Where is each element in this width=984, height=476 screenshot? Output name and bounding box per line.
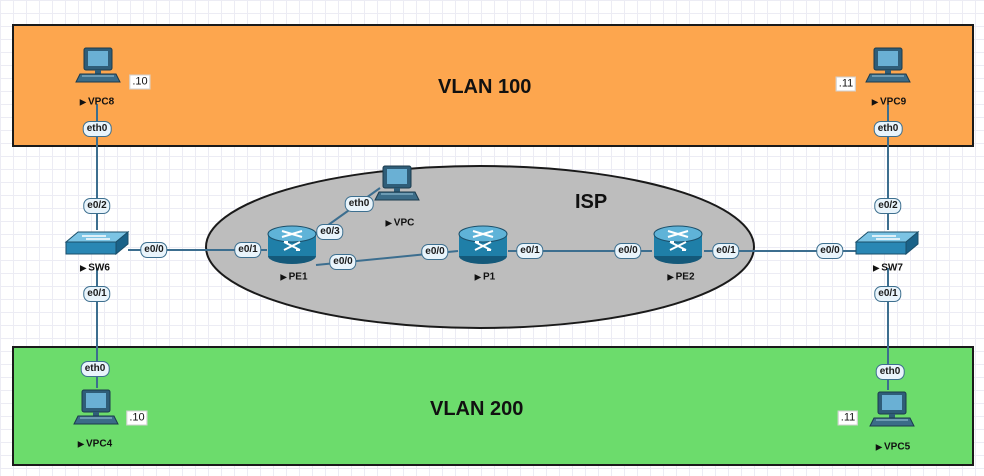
port-sw6-e0-1[interactable]: e0/1 bbox=[83, 286, 111, 302]
port-sw7-e0-1[interactable]: e0/1 bbox=[874, 286, 902, 302]
port-sw6-e0-0[interactable]: e0/0 bbox=[140, 242, 168, 258]
vlan100-title: VLAN 100 bbox=[438, 76, 532, 98]
port-pe2-e0-1[interactable]: e0/1 bbox=[712, 243, 740, 259]
vpc9-label: ▶VPC9 bbox=[871, 96, 907, 108]
vlan200-zone bbox=[12, 346, 974, 466]
port-pe1-e0-1[interactable]: e0/1 bbox=[234, 242, 262, 258]
vpc5-pc-icon[interactable] bbox=[869, 391, 915, 427]
port-sw6-e0-2[interactable]: e0/2 bbox=[83, 198, 111, 214]
port-p1-e0-0[interactable]: e0/0 bbox=[421, 244, 449, 260]
sw6-label: ▶SW6 bbox=[80, 262, 110, 274]
isp-title: ISP bbox=[575, 191, 608, 213]
port-vpc8-eth0[interactable]: eth0 bbox=[82, 121, 112, 137]
vpc5-ip-label: .11 bbox=[837, 410, 859, 426]
port-pe1-e0-3[interactable]: e0/3 bbox=[316, 224, 344, 240]
port-vpc5-eth0[interactable]: eth0 bbox=[875, 364, 905, 380]
vlan100-zone bbox=[12, 24, 974, 147]
port-sw7-e0-2[interactable]: e0/2 bbox=[874, 198, 902, 214]
port-pe1-e0-0[interactable]: e0/0 bbox=[329, 254, 357, 270]
port-p1-e0-1[interactable]: e0/1 bbox=[516, 243, 544, 259]
vpc5-label: ▶VPC5 bbox=[875, 441, 911, 453]
vpc4-label: ▶VPC4 bbox=[77, 438, 113, 450]
port-vpc-eth0[interactable]: eth0 bbox=[344, 196, 374, 212]
port-vpc4-eth0[interactable]: eth0 bbox=[80, 361, 110, 377]
pe2-router-icon[interactable] bbox=[653, 225, 703, 265]
sw7-label: ▶SW7 bbox=[873, 262, 903, 274]
vpc-pc-icon[interactable] bbox=[374, 165, 420, 201]
vpc4-ip-label: .10 bbox=[126, 410, 148, 426]
vpc-label: ▶VPC bbox=[385, 217, 415, 229]
sw6-switch-icon[interactable] bbox=[65, 231, 129, 255]
port-vpc9-eth0[interactable]: eth0 bbox=[873, 121, 903, 137]
vpc8-label: ▶VPC8 bbox=[79, 96, 115, 108]
p1-label: ▶P1 bbox=[474, 271, 496, 283]
vpc8-pc-icon[interactable] bbox=[75, 47, 121, 83]
vpc9-pc-icon[interactable] bbox=[865, 47, 911, 83]
vpc4-pc-icon[interactable] bbox=[73, 389, 119, 425]
vpc9-ip-label: .11 bbox=[835, 76, 857, 92]
sw7-switch-icon[interactable] bbox=[855, 231, 919, 255]
pe2-label: ▶PE2 bbox=[667, 271, 695, 283]
pe1-router-icon[interactable] bbox=[267, 225, 317, 265]
vpc8-ip-label: .10 bbox=[129, 74, 151, 90]
p1-router-icon[interactable] bbox=[458, 225, 508, 265]
vlan200-title: VLAN 200 bbox=[430, 398, 524, 420]
port-sw7-e0-0[interactable]: e0/0 bbox=[816, 243, 844, 259]
port-pe2-e0-0[interactable]: e0/0 bbox=[614, 243, 642, 259]
pe1-label: ▶PE1 bbox=[280, 271, 308, 283]
